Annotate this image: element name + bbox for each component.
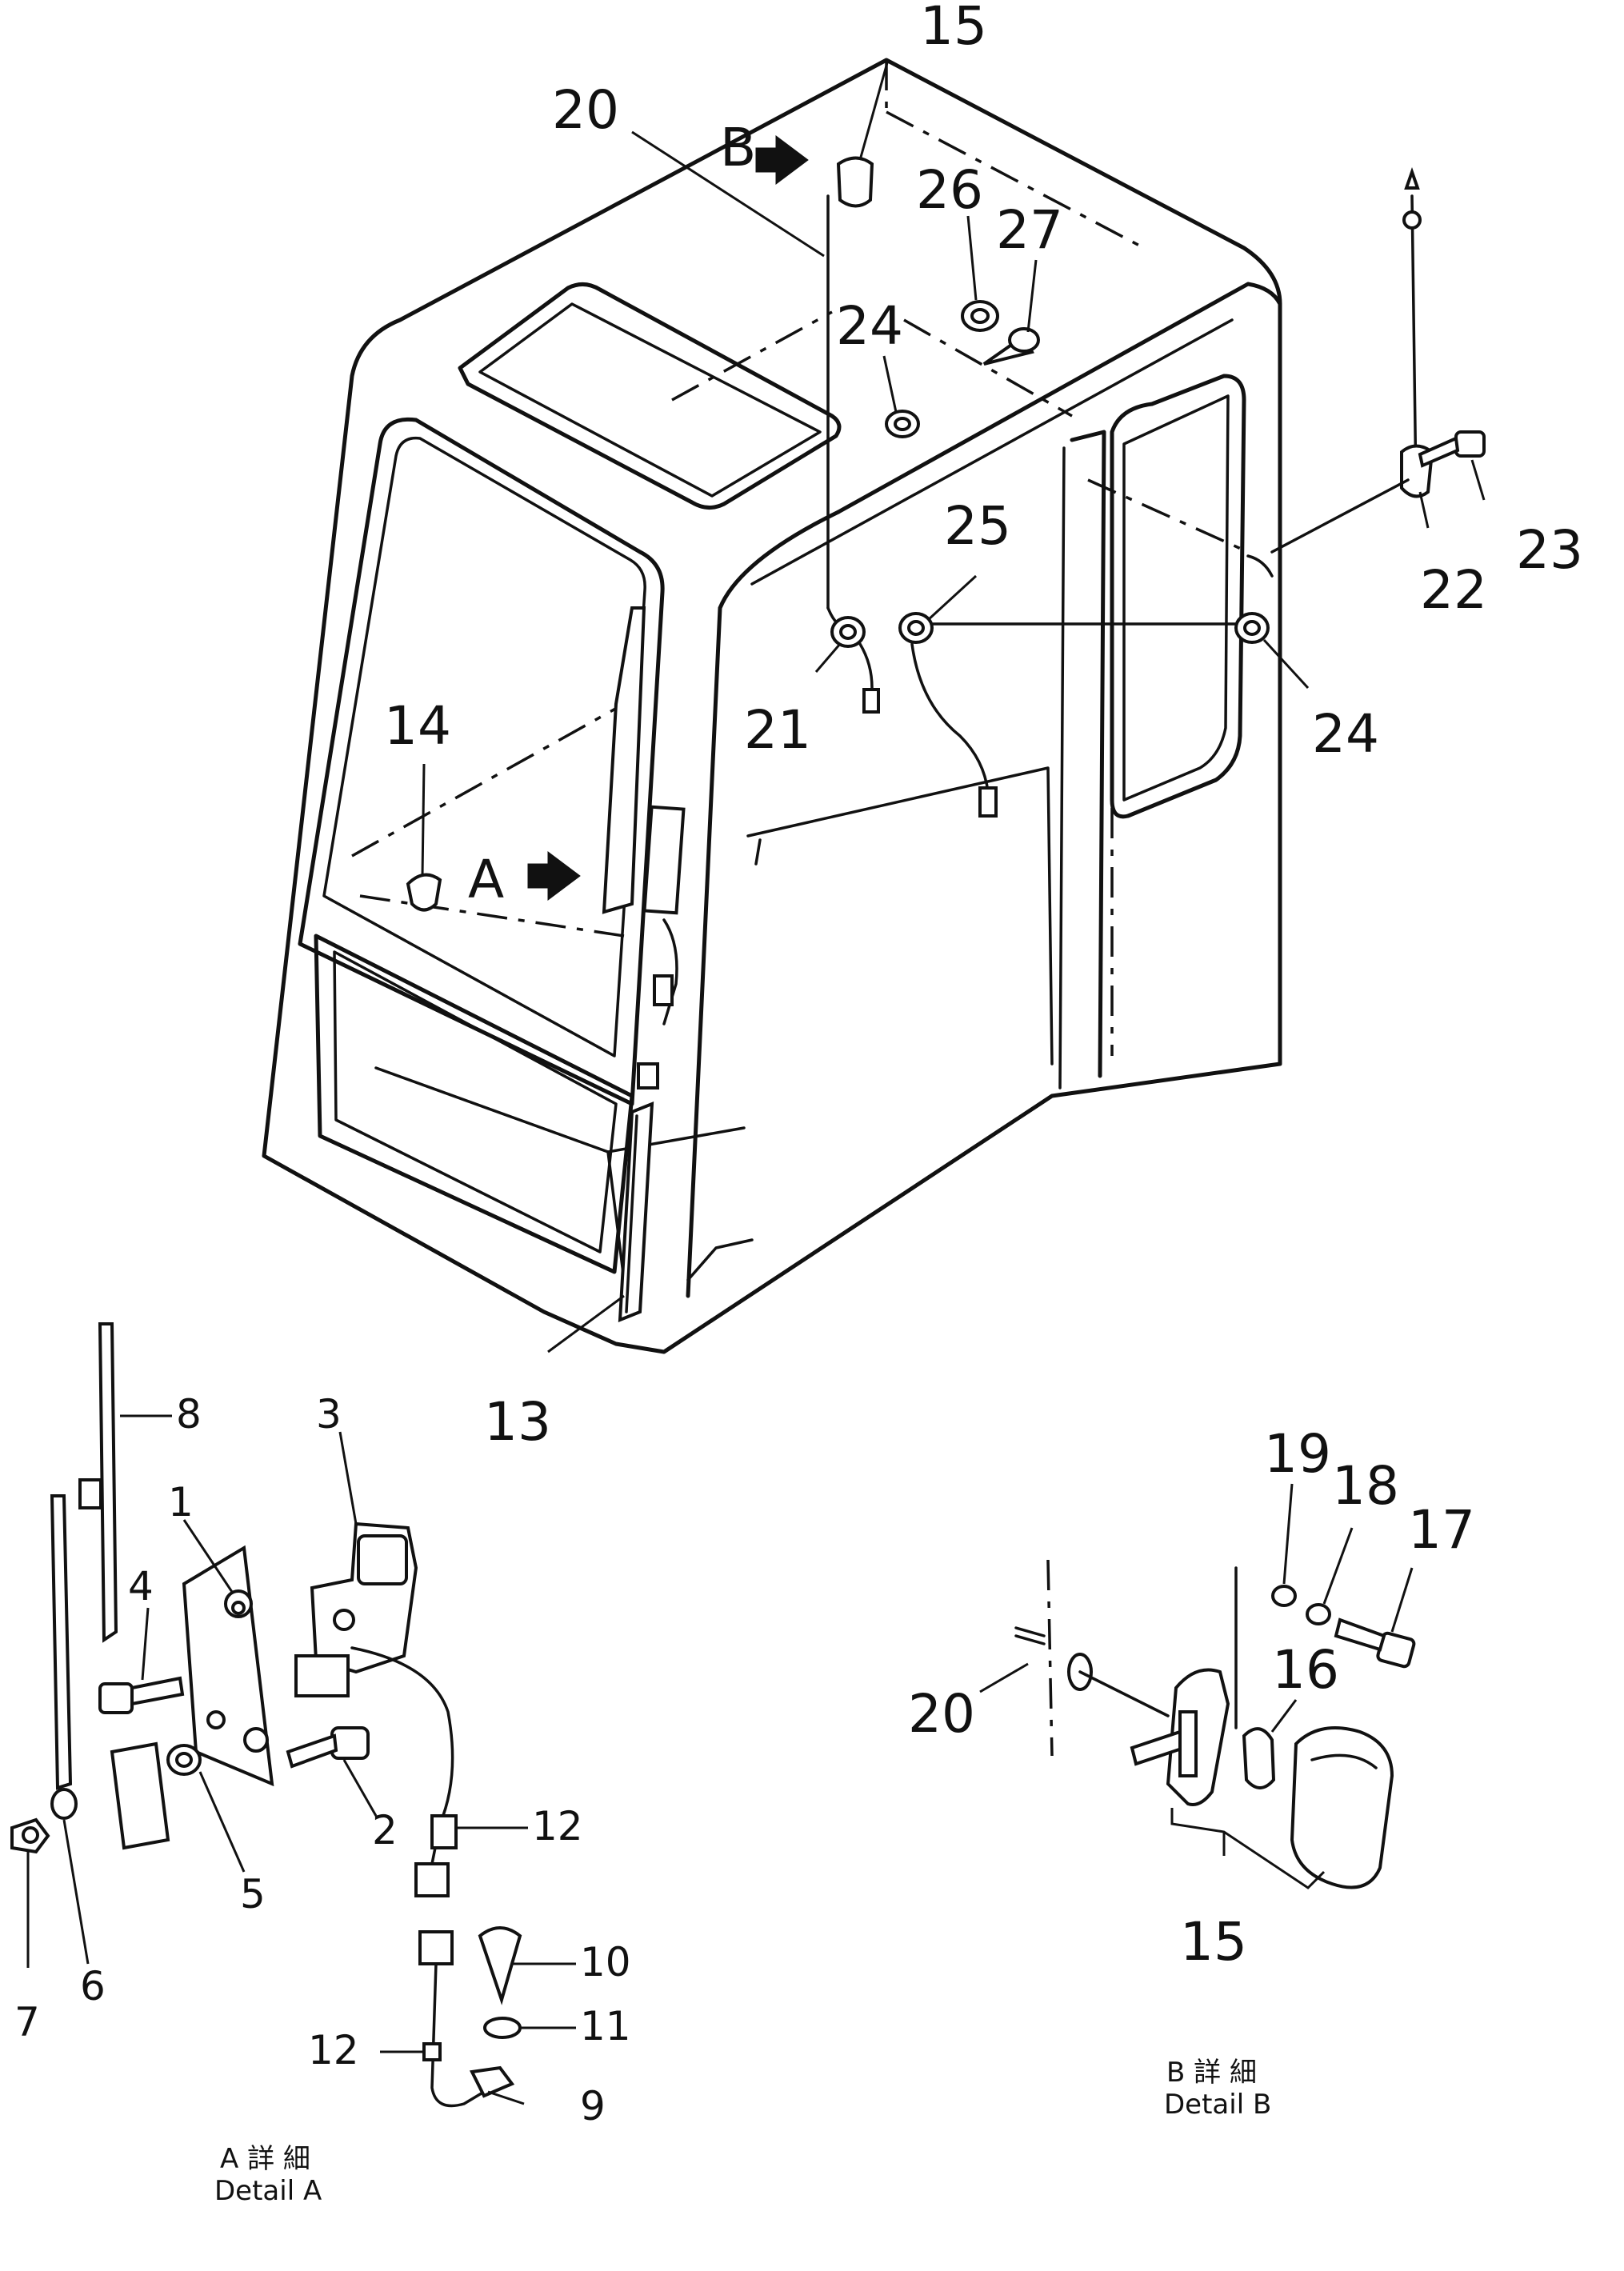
callout-17: 17: [1408, 1499, 1475, 1561]
callout-19: 19: [1264, 1423, 1331, 1485]
callout-27: 27: [996, 199, 1063, 261]
callout-22: 22: [1420, 559, 1487, 621]
callout-25: 25: [944, 495, 1011, 557]
captions: A 詳 細 Detail A B 詳 細 Detail B: [214, 2057, 1271, 2207]
callout-4: 4: [128, 1563, 154, 1609]
callout-20-detail: 20: [908, 1683, 975, 1745]
caption-detail-a-en: Detail A: [214, 2175, 322, 2207]
part-27-clip: [982, 327, 1040, 366]
caption-detail-a-jp: A 詳 細: [220, 2143, 310, 2175]
callout-21: 21: [744, 699, 811, 761]
callout-14: 14: [384, 695, 451, 757]
callout-6: 6: [80, 1963, 106, 2009]
callout-24-right: 24: [1312, 703, 1379, 765]
marker-b: B: [720, 117, 756, 178]
marker-a: A: [468, 849, 504, 910]
callout-9: 9: [580, 2083, 606, 2129]
callout-11: 11: [580, 2003, 631, 2049]
part-21-grommet: [826, 606, 880, 714]
callout-18: 18: [1332, 1455, 1399, 1517]
part-24-grommet-top: [885, 410, 920, 438]
callout-10: 10: [580, 1939, 631, 1985]
part-25-harness: [898, 612, 1270, 818]
main-callouts: 15 20 26 27 24 25 23 22 21 24 14 13 A B: [384, 0, 1583, 1453]
wiper-assembly-on-cab: [602, 606, 686, 1090]
view-b-arrow-icon: [755, 135, 809, 185]
detail-a-callouts: 8 3 1 4 2 12 5 10 6 7 11 12 9: [14, 1391, 631, 2129]
callout-5: 5: [240, 1871, 266, 1917]
callout-23: 23: [1516, 519, 1583, 581]
callout-3: 3: [316, 1391, 342, 1437]
callout-1: 1: [168, 1479, 194, 1525]
callout-20: 20: [552, 79, 619, 141]
callout-16: 16: [1272, 1639, 1339, 1701]
detail-a-drawing: [10, 1322, 576, 2108]
callout-26: 26: [916, 159, 983, 221]
callout-8: 8: [176, 1391, 202, 1437]
part-23-bolt: [1418, 430, 1486, 468]
detail-b-drawing: [979, 1483, 1416, 1889]
part-15-work-lamp: [826, 156, 874, 610]
part-14-room-lamp: [406, 873, 442, 912]
detail-b-callouts: 19 18 17 16 20 15: [908, 1423, 1475, 1973]
caption-detail-b-jp: B 詳 細: [1166, 2057, 1257, 2089]
callout-24-top: 24: [836, 295, 903, 357]
operator-cab: [262, 58, 1282, 1354]
callout-7: 7: [14, 1999, 40, 2045]
part-22-antenna-mirror: [1246, 166, 1434, 578]
part-13-lower-wiper-strip: [618, 1101, 654, 1323]
callout-12-lower: 12: [308, 2027, 359, 2073]
callout-15-detail: 15: [1180, 1911, 1247, 1973]
view-a-arrow-icon: [527, 851, 581, 901]
callout-15: 15: [920, 0, 987, 57]
callout-13: 13: [484, 1391, 551, 1453]
caption-detail-b-en: Detail B: [1164, 2089, 1271, 2121]
main-leader-lines: [421, 59, 1486, 1353]
callout-2: 2: [372, 1807, 398, 1853]
part-26-nut: [961, 300, 999, 332]
callout-12-upper: 12: [532, 1803, 583, 1849]
